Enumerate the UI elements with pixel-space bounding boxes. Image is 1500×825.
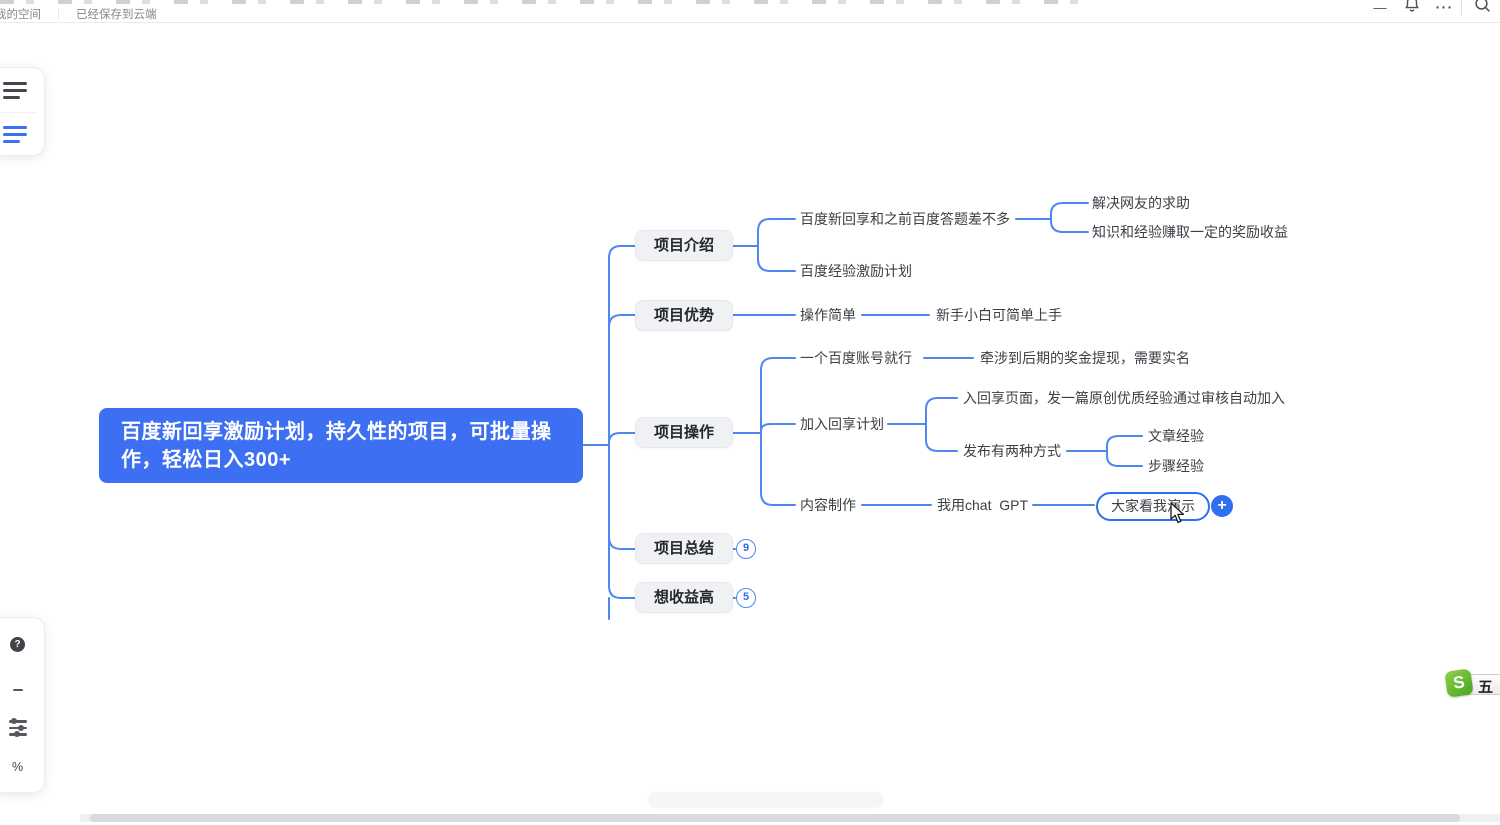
faded-bottom-toolbar — [648, 792, 883, 807]
node-op-c2-g2-h2[interactable]: 步骤经验 — [1148, 458, 1204, 474]
node-intro-c2[interactable]: 百度经验激励计划 — [800, 263, 912, 279]
topbar-divider: ｜ — [53, 9, 64, 21]
zoom-panel: ? % — [0, 617, 45, 793]
node-op-c1[interactable]: 一个百度账号就行 — [800, 350, 912, 366]
help-button[interactable]: ? — [0, 634, 46, 652]
top-bar: 我的空间 ｜ 已经保存到云端 — ⋯ — [0, 0, 1500, 23]
horizontal-scrollbar-thumb[interactable] — [90, 814, 1460, 822]
node-op-c2-g2[interactable]: 发布有两种方式 — [963, 443, 1061, 459]
branch-node-operation[interactable]: 项目操作 — [635, 417, 734, 448]
minus-icon — [12, 688, 23, 691]
workspace-link[interactable]: 我的空间 — [0, 9, 41, 21]
branch-node-intro[interactable]: 项目介绍 — [635, 230, 734, 261]
branch-node-summary[interactable]: 项目总结 — [635, 533, 734, 564]
node-adv-c1[interactable]: 操作简单 — [800, 307, 856, 323]
search-icon-glyph — [1474, 0, 1490, 12]
bell-icon-glyph — [1405, 0, 1419, 12]
more-icon[interactable]: ⋯ — [1434, 0, 1454, 17]
branch-node-advantage[interactable]: 项目优势 — [635, 300, 734, 331]
root-node[interactable]: 百度新回享激励计划，持久性的项目，可批量操作，轻松日入300+ — [99, 408, 583, 483]
node-op-c2-g2-h1[interactable]: 文章经验 — [1148, 428, 1204, 444]
search-icon[interactable] — [1464, 0, 1500, 18]
structure-view-button[interactable] — [3, 126, 27, 147]
minimize-icon[interactable]: — — [1373, 0, 1387, 15]
node-intro-c1-g1[interactable]: 解决网友的求助 — [1092, 195, 1190, 211]
zoom-slider[interactable] — [0, 718, 46, 745]
node-op-c2-g1[interactable]: 入回享页面，发一篇原创优质经验通过审核自动加入 — [963, 390, 1285, 406]
add-child-button[interactable]: + — [1211, 495, 1233, 517]
branch-node-income[interactable]: 想收益高 — [635, 582, 734, 613]
zoom-percent-label: % — [11, 760, 24, 774]
sliders-icon — [8, 718, 27, 740]
clipped-menu-text — [0, 0, 1080, 4]
collapse-badge-summary[interactable]: 9 — [736, 539, 756, 559]
topbar-icon-divider — [1461, 0, 1462, 15]
node-intro-c1-g2[interactable]: 知识和经验赚取一定的奖励收益 — [1092, 224, 1288, 240]
outline-panel — [0, 67, 45, 156]
node-op-c3[interactable]: 内容制作 — [800, 497, 856, 513]
collapse-badge-income[interactable]: 5 — [736, 588, 756, 608]
outline-view-button[interactable] — [3, 82, 27, 103]
save-status: 已经保存到云端 — [76, 9, 157, 21]
sogou-logo-icon: S — [1444, 668, 1474, 698]
node-intro-c1[interactable]: 百度新回享和之前百度答题差不多 — [800, 211, 1010, 227]
node-op-c2[interactable]: 加入回享计划 — [800, 416, 884, 432]
panel-divider — [0, 112, 36, 113]
node-op-c3-g1[interactable]: 我用chat GPT — [937, 497, 1029, 513]
zoom-out-button[interactable] — [0, 678, 46, 696]
mouse-cursor — [1170, 502, 1185, 524]
selected-node-demo[interactable]: 大家看我演示 — [1096, 492, 1210, 521]
node-adv-c1-g1[interactable]: 新手小白可简单上手 — [936, 307, 1062, 323]
node-op-c1-g1[interactable]: 牵涉到后期的奖金提现，需要实名 — [980, 350, 1190, 366]
bell-icon[interactable] — [1395, 0, 1429, 18]
ime-mode-label: 五 — [1478, 679, 1494, 696]
help-icon: ? — [10, 637, 25, 652]
